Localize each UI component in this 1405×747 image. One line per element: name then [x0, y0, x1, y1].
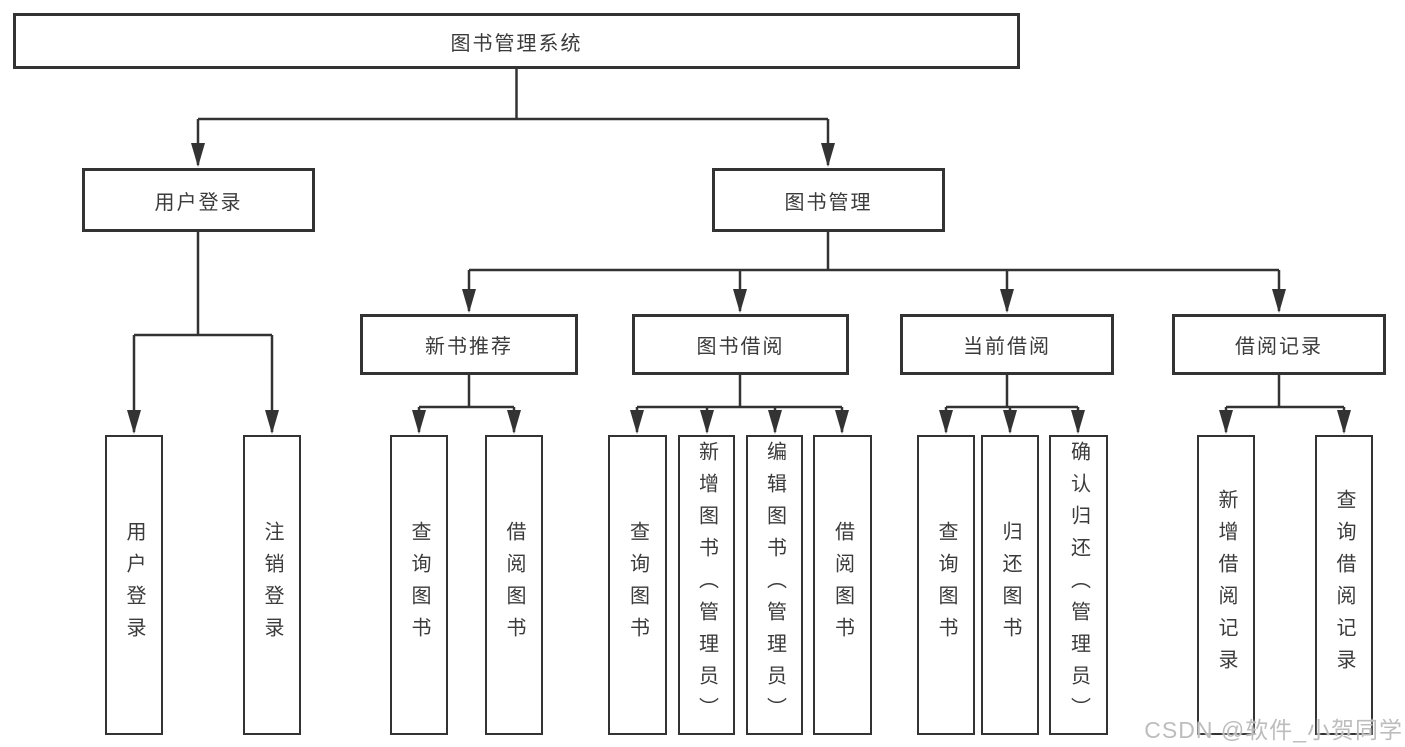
node-root: 图书管理系统 [13, 13, 1020, 69]
leaf-add-borrow-record-label: 新增借阅记录 [1215, 489, 1237, 681]
leaf-return-book: 归还图书 [981, 435, 1039, 735]
leaf-user-login-label: 用户登录 [123, 521, 145, 649]
node-current-borrow-label: 当前借阅 [963, 336, 1051, 358]
node-book-management: 图书管理 [712, 168, 945, 232]
leaf-borrow-book-label: 借阅图书 [503, 521, 525, 649]
node-current-borrow: 当前借阅 [900, 314, 1114, 375]
node-user-login: 用户登录 [82, 168, 315, 232]
leaf-logout: 注销登录 [243, 435, 301, 735]
leaf-query-book-label: 查询图书 [408, 521, 430, 649]
leaf-add-book-admin: 新增图书（管理员） [678, 435, 735, 735]
node-book-borrow: 图书借阅 [632, 314, 849, 375]
leaf-edit-book-admin: 编辑图书（管理员） [746, 435, 803, 735]
leaf-add-book-admin-label: 新增图书（管理员） [695, 441, 718, 729]
leaf-confirm-return-admin-label: 确认归还（管理员） [1067, 441, 1090, 729]
leaf-confirm-return-admin: 确认归还（管理员） [1049, 435, 1108, 735]
csdn-watermark: CSDN @软件_小贺同学 [1144, 717, 1403, 743]
leaf-query-book-under-current: 查询图书 [917, 435, 975, 735]
node-book-borrow-label: 图书借阅 [696, 336, 785, 358]
node-borrow-record-label: 借阅记录 [1235, 336, 1323, 358]
leaf-logout-label: 注销登录 [261, 521, 283, 649]
leaf-user-login: 用户登录 [105, 435, 163, 735]
leaf-query-book-label: 查询图书 [935, 521, 957, 649]
node-root-label: 图书管理系统 [450, 32, 583, 55]
leaf-add-borrow-record: 新增借阅记录 [1197, 435, 1255, 735]
leaf-borrow-book-under-borrow: 借阅图书 [813, 435, 872, 735]
leaf-query-borrow-record-label: 查询借阅记录 [1333, 489, 1355, 681]
leaf-query-book-under-borrow: 查询图书 [608, 435, 667, 735]
node-borrow-record: 借阅记录 [1172, 314, 1386, 375]
leaf-edit-book-admin-label: 编辑图书（管理员） [763, 441, 786, 729]
node-new-book-recommend: 新书推荐 [360, 314, 578, 375]
node-book-management-label: 图书管理 [784, 191, 873, 214]
leaf-return-book-label: 归还图书 [999, 521, 1021, 649]
leaf-query-book-label: 查询图书 [626, 521, 649, 649]
node-new-book-recommend-label: 新书推荐 [425, 336, 513, 358]
leaf-query-borrow-record: 查询借阅记录 [1315, 435, 1373, 735]
node-user-login-label: 用户登录 [154, 191, 243, 214]
leaf-borrow-book-label: 借阅图书 [831, 521, 854, 649]
leaf-borrow-book-under-recommend: 借阅图书 [485, 435, 543, 735]
leaf-query-book-under-recommend: 查询图书 [390, 435, 448, 735]
